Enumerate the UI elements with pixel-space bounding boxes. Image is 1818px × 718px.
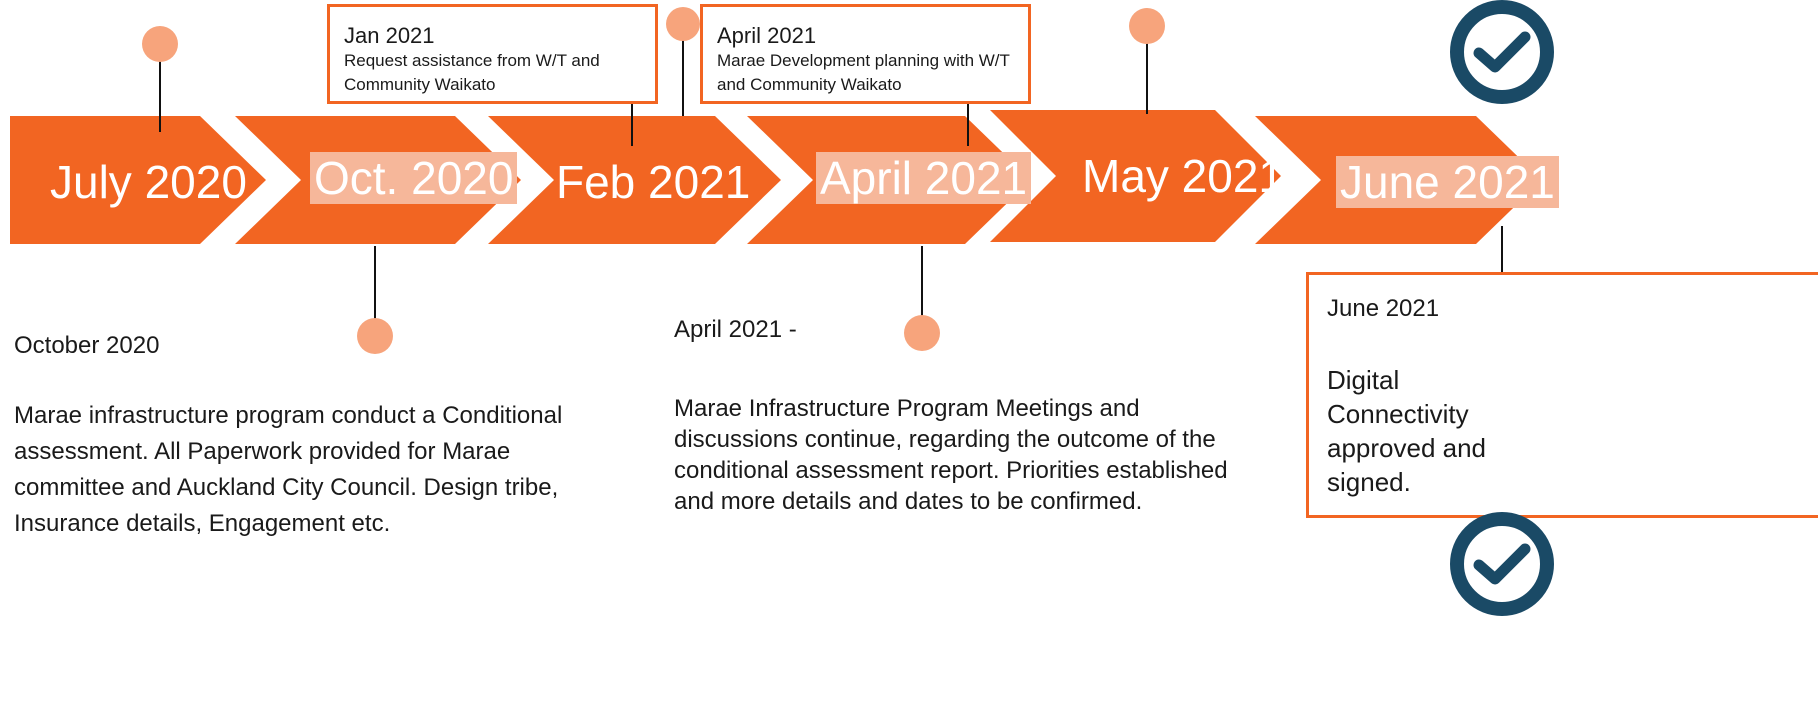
chevron-label-june-2021: June 2021 xyxy=(1336,156,1559,208)
chevron-feb-2021 xyxy=(488,116,781,244)
callout-body: Request assistance from W/T and Communit… xyxy=(344,51,600,94)
note-april-2021: April 2021 - Marae Infrastructure Progra… xyxy=(674,314,1244,517)
timeline-dot xyxy=(1129,8,1165,44)
note-body: Digital Connectivity approved and signed… xyxy=(1327,365,1487,497)
note-title: April 2021 - xyxy=(674,316,797,343)
chevron-label-april-2021: April 2021 xyxy=(816,152,1032,204)
checkmark-circle-icon xyxy=(1450,512,1554,616)
note-title: June 2021 xyxy=(1327,295,1440,322)
chevron-label-july-2020: July 2020 xyxy=(50,156,247,208)
chevron-label-oct-2020: Oct. 2020 xyxy=(310,152,518,204)
timeline-dot xyxy=(666,7,700,41)
chevron-july-2020 xyxy=(10,116,266,244)
chevron-may-2021 xyxy=(990,110,1281,242)
callout-jan-2021: Jan 2021 Request assistance from W/T and… xyxy=(327,4,658,104)
note-body: Marae infrastructure program conduct a C… xyxy=(14,402,563,537)
callout-title: April 2021 xyxy=(717,23,817,48)
callout-april-2021: April 2021 Marae Development planning wi… xyxy=(700,4,1031,104)
note-body: Marae Infrastructure Program Meetings an… xyxy=(674,395,1228,515)
checkmark-circle-icon xyxy=(1450,0,1554,104)
timeline-dot xyxy=(142,26,178,62)
callout-body: Marae Development planning with W/T and … xyxy=(717,51,1010,94)
chevron-label-may-2021: May 2021 xyxy=(1082,150,1285,202)
timeline-dot xyxy=(904,315,940,351)
note-october-2020: October 2020 Marae infrastructure progra… xyxy=(14,328,614,542)
checkmark-icon xyxy=(1473,31,1531,73)
callout-title: Jan 2021 xyxy=(344,23,435,48)
note-june-2021: June 2021 Digital Connectivity approved … xyxy=(1306,272,1818,518)
chevron-label-feb-2021: Feb 2021 xyxy=(556,156,751,208)
note-title: October 2020 xyxy=(14,332,160,359)
checkmark-icon xyxy=(1473,543,1531,585)
timeline-dot xyxy=(357,318,393,354)
